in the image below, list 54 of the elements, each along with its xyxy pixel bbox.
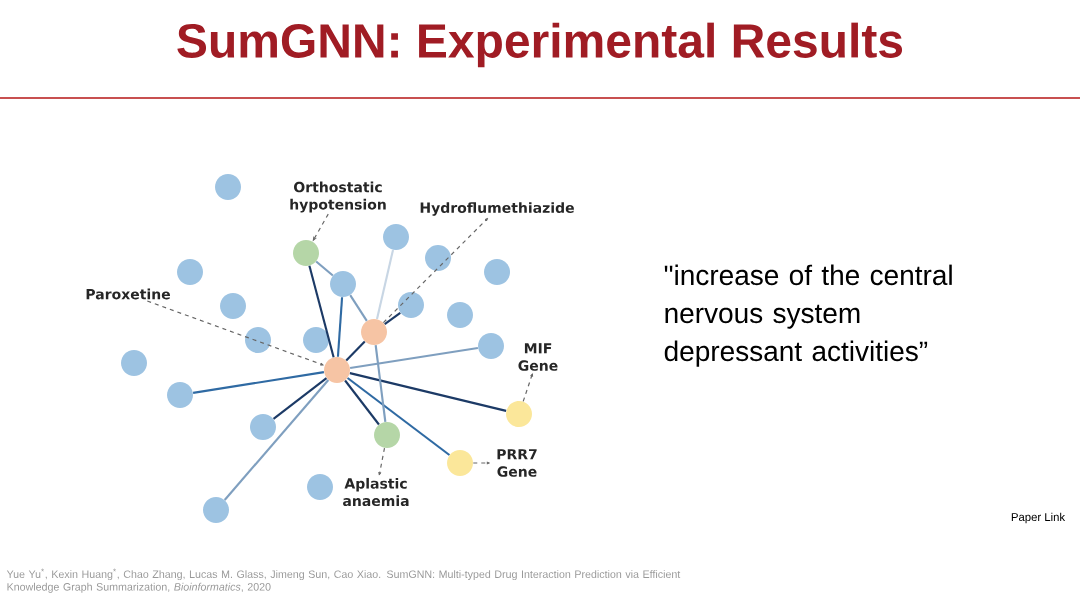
graph-node [447,302,473,328]
graph-node [374,422,400,448]
graph-node [425,245,451,271]
graph-node [330,271,356,297]
leader-line [378,447,386,476]
leader-line [382,217,489,324]
leader-line [146,300,324,366]
graph-node [121,350,147,376]
graph-edge [272,377,328,420]
graph-edge [223,379,330,501]
graph-edge [375,249,395,320]
graph-edge [384,311,401,326]
graph-node [484,259,510,285]
graph-node [324,357,350,383]
node-label: MIF Gene [518,343,558,371]
leader-line [472,461,490,465]
graph-edge [344,379,380,426]
node-label: PRR7 Gene [497,449,537,477]
graph-edge [315,260,334,277]
graph-edge [345,340,366,362]
graph-edge [349,294,368,322]
leader-line [522,373,534,403]
graph-node [177,259,203,285]
node-label: Aplastic anaemia [343,477,409,507]
node-label: Paroxetine [86,288,170,300]
graph-node [383,224,409,250]
graph-edge [308,265,335,358]
leader-line [312,213,329,241]
graph-node [506,401,532,427]
graph-node [203,497,229,523]
graph-edge [336,297,344,357]
citation-text: Yue Yu$^{*}$, Kexin Huang$^{*}$, Chao Zhang, Lucas M. Glass, Jimeng Sun, Cao Xiao. SumGNN: Multi-typed Drug Interaction Prediction via Efficient Knowledge Graph Summarization, Bioinformatics, 2020 [6,568,681,593]
graph-node [293,240,319,266]
caption-text: Paper Link [1011,512,1066,524]
graph-node [447,450,473,476]
graph-node [478,333,504,359]
graph-node [307,474,333,500]
graph-edge [192,371,325,394]
graph-edge [346,377,451,456]
graph-node [167,382,193,408]
quote-text: "increase of the central nervous system depressant activities” [664,264,952,367]
graph-node [361,319,387,345]
graph-edge [374,345,387,422]
graph-node [220,293,246,319]
node-label: Hydroflumethiazide [420,202,574,216]
graph-node [245,327,271,353]
title: SumGNN: Experimental Results [177,22,903,68]
graph-edge [349,347,479,370]
graph-node [303,327,329,353]
graph-node [398,292,424,318]
node-label: Orthostatic hypotension [290,181,386,213]
graph-edge [349,372,507,412]
graph-node [215,174,241,200]
graph-node [250,414,276,440]
